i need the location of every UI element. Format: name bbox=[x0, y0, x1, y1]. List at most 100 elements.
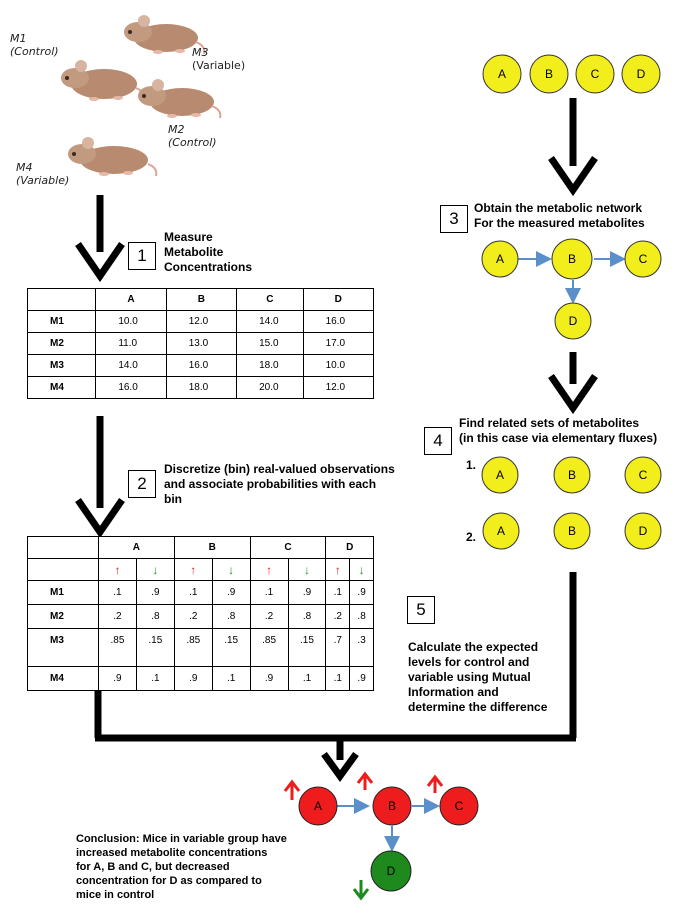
network-node-c: C bbox=[624, 240, 662, 278]
table-cell: .3 bbox=[349, 628, 374, 667]
table-header-row: A B C D bbox=[26, 288, 375, 311]
metabolite-label: D bbox=[637, 67, 646, 81]
conclusion-line-1: Conclusion: Mice in variable group have bbox=[76, 833, 287, 845]
row-label: M4 bbox=[27, 666, 99, 691]
table-row: M3 14.0 16.0 18.0 10.0 bbox=[26, 354, 375, 377]
step-1-line-1: Measure bbox=[164, 230, 213, 244]
down-arrow-icon: ↓ bbox=[303, 562, 310, 577]
metabolite-node-b: B bbox=[529, 54, 569, 94]
step-3-line-2: For the measured metabolites bbox=[474, 216, 645, 230]
step-4-number: 4 bbox=[424, 427, 452, 455]
table-cell: .1 bbox=[325, 666, 351, 691]
step-5-line-2: levels for control and bbox=[408, 655, 530, 669]
step-5-text: Calculate the expected levels for contro… bbox=[408, 640, 547, 715]
flow-arrowhead-table1-to-table2 bbox=[75, 498, 125, 539]
table-cell: .1 bbox=[249, 580, 289, 605]
table-cell: .15 bbox=[287, 628, 327, 667]
table-cell: 16.0 bbox=[95, 376, 167, 399]
increase-arrow-c bbox=[426, 774, 444, 793]
table-cell: .1 bbox=[211, 666, 251, 691]
step-2-text: Discretize (bin) real-valued observation… bbox=[164, 462, 395, 507]
mouse-m3-label: M3 (Variable) bbox=[192, 46, 245, 72]
down-arrow-icon: ↓ bbox=[152, 562, 159, 577]
metabolite-label: B bbox=[545, 67, 553, 81]
network-label: C bbox=[639, 252, 648, 266]
set-node-label: C bbox=[639, 468, 648, 482]
table-cell: .9 bbox=[287, 580, 327, 605]
table-cell: .9 bbox=[98, 666, 137, 691]
set-1-node-b: B bbox=[553, 456, 591, 494]
table-cell: .2 bbox=[325, 604, 351, 629]
set-2-node-b: B bbox=[553, 512, 591, 550]
table-cell: 12.0 bbox=[302, 376, 375, 399]
mouse-m1-label: M1 (Control) bbox=[10, 32, 59, 58]
set-1-node-c: C bbox=[624, 456, 662, 494]
table-cell: .1 bbox=[135, 666, 175, 691]
table-cell: .1 bbox=[98, 580, 137, 605]
metabolite-label: C bbox=[591, 67, 600, 81]
up-arrow-icon: ↑ bbox=[334, 562, 341, 577]
step-2-line-1: Discretize (bin) real-valued observation… bbox=[164, 462, 395, 476]
set-2-node-a: A bbox=[482, 512, 520, 550]
set-1-node-a: A bbox=[481, 456, 519, 494]
result-label: B bbox=[388, 799, 396, 813]
step-3-line-1: Obtain the metabolic network bbox=[474, 201, 643, 215]
step-5-line-1: Calculate the expected bbox=[408, 640, 539, 654]
table-cell: .9 bbox=[349, 666, 374, 691]
step-3-text: Obtain the metabolic network For the mea… bbox=[474, 201, 645, 231]
mouse-m4-image bbox=[68, 137, 158, 177]
table-row: M3 .85 .15 .85 .15 .85 .15 .7 .3 bbox=[27, 628, 374, 667]
conclusion-text: Conclusion: Mice in variable group have … bbox=[76, 832, 287, 902]
step-1-line-2: Metabolite bbox=[164, 245, 224, 259]
table-cell: .8 bbox=[287, 604, 327, 629]
row-label: M3 bbox=[27, 628, 99, 667]
table-cell: .9 bbox=[135, 580, 175, 605]
flow-arrowhead-to-result bbox=[321, 751, 359, 782]
network-label: D bbox=[569, 314, 578, 328]
table-cell: .2 bbox=[98, 604, 137, 629]
bin-down-d: ↓ bbox=[349, 558, 374, 581]
flow-arrowhead-network-to-sets bbox=[548, 374, 598, 415]
concentration-table: A B C D M1 10.0 12.0 14.0 16.0 M2 11.0 1… bbox=[26, 288, 375, 399]
result-node-c: C bbox=[439, 786, 479, 826]
network-label: A bbox=[496, 252, 504, 266]
result-label: C bbox=[455, 799, 464, 813]
flow-arrowhead-metabolites-to-network bbox=[548, 156, 598, 197]
table-cell: .1 bbox=[173, 580, 213, 605]
mouse-m1-image bbox=[61, 60, 146, 103]
set-node-label: B bbox=[568, 468, 576, 482]
result-node-b: B bbox=[372, 786, 412, 826]
set-2-node-d: D bbox=[624, 512, 662, 550]
table-cell: .9 bbox=[211, 580, 251, 605]
bin-header-row: ↑ ↓ ↑ ↓ ↑ ↓ ↑ ↓ bbox=[27, 558, 374, 581]
step-4-text: Find related sets of metabolites (in thi… bbox=[459, 416, 657, 446]
mouse-m3-id: M3 bbox=[192, 46, 209, 59]
mouse-m1-group: (Control) bbox=[10, 45, 59, 58]
mouse-m1-id: M1 bbox=[10, 32, 27, 45]
mouse-m3-image bbox=[124, 15, 206, 55]
up-arrow-icon: ↑ bbox=[114, 562, 121, 577]
mouse-m4-group: (Variable) bbox=[16, 174, 70, 187]
step-3-number: 3 bbox=[440, 205, 468, 233]
metabolite-node-c: C bbox=[575, 54, 615, 94]
bin-down-b: ↓ bbox=[211, 558, 251, 581]
mouse-m2-image bbox=[138, 79, 222, 119]
set-2-label: 2. bbox=[466, 530, 476, 544]
increase-arrow-a bbox=[283, 779, 301, 800]
result-node-d: D bbox=[370, 850, 412, 892]
network-node-b: B bbox=[551, 238, 593, 280]
metabolite-node-d: D bbox=[621, 54, 661, 94]
conclusion-line-4: concentration for D as compared to bbox=[76, 875, 262, 887]
flow-arrowhead-mice-to-table1 bbox=[75, 242, 125, 283]
network-node-a: A bbox=[481, 240, 519, 278]
step-4-line-1: Find related sets of metabolites bbox=[459, 416, 640, 430]
result-label: D bbox=[387, 864, 396, 878]
set-node-label: D bbox=[639, 524, 648, 538]
table-row: M4 16.0 18.0 20.0 12.0 bbox=[26, 376, 375, 399]
mouse-m4-id: M4 bbox=[16, 161, 33, 174]
step-1-number: 1 bbox=[128, 242, 156, 270]
table-cell: .15 bbox=[211, 628, 251, 667]
table-cell: .8 bbox=[211, 604, 251, 629]
